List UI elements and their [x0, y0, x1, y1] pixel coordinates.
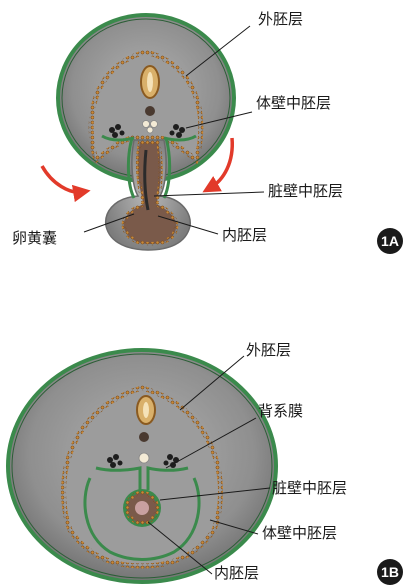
label-ectoderm-1a: 外胚层 — [258, 10, 303, 28]
label-somatic-mesoderm-1a: 体壁中胚层 — [256, 94, 331, 112]
label-ectoderm-1b: 外胚层 — [246, 341, 291, 359]
figure-1a: 外胚层 体壁中胚层 脏壁中胚层 卵黄囊 内胚层 1A — [12, 10, 403, 254]
notochord-1a — [145, 106, 155, 116]
fold-arrow-left — [42, 166, 82, 192]
gut-tube-1b — [123, 489, 161, 527]
figure-badge-1a: 1A — [377, 228, 403, 254]
notochord-1b — [139, 432, 149, 442]
label-endoderm-1b: 内胚层 — [214, 564, 259, 582]
dorsal-aorta-1b — [139, 453, 149, 463]
neural-tube-1b — [137, 396, 155, 424]
badge-1a-text: 1A — [381, 233, 399, 249]
label-splanchnic-mesoderm-1b: 脏壁中胚层 — [272, 479, 347, 497]
label-somatic-mesoderm-1b: 体壁中胚层 — [262, 524, 337, 542]
figure-badge-1b: 1B — [377, 559, 403, 585]
label-yolk-sac-1a: 卵黄囊 — [12, 229, 57, 247]
badge-1b-text: 1B — [381, 564, 399, 580]
label-endoderm-1a: 内胚层 — [222, 226, 267, 244]
embryo-body-1b — [8, 350, 276, 582]
figure-1b: 外胚层 背系膜 脏壁中胚层 体壁中胚层 内胚层 1B — [8, 341, 403, 585]
neural-tube-1a — [141, 66, 159, 98]
label-mesentery-1b: 背系膜 — [258, 402, 303, 420]
label-splanchnic-mesoderm-1a: 脏壁中胚层 — [268, 182, 343, 200]
